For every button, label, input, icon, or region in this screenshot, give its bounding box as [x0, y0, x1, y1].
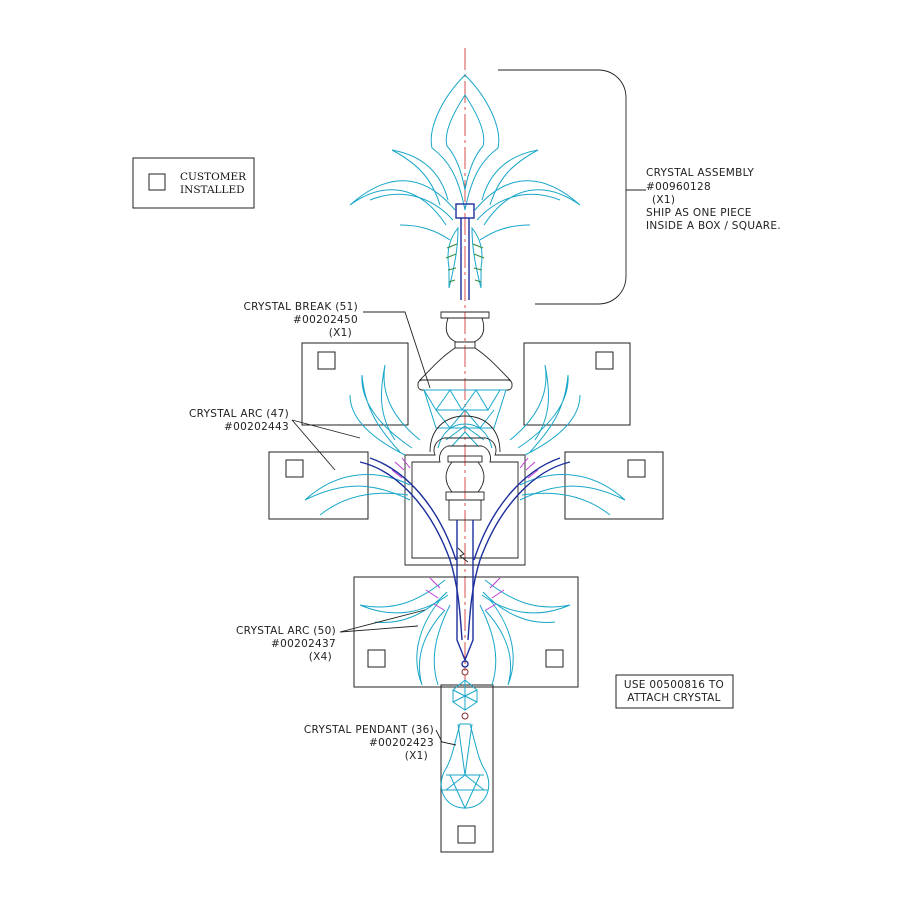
square-icon [457, 825, 476, 844]
break-title: CRYSTAL BREAK (51) [244, 301, 359, 313]
arm-bracket [404, 437, 526, 566]
assembly-part-number: #00960128 [646, 181, 711, 193]
legend-line2: INSTALLED [180, 184, 245, 196]
arc50-qty: (X4) [309, 651, 332, 663]
break-part-number: #00202450 [293, 314, 358, 326]
pendant-qty: (X1) [405, 750, 428, 762]
pendant-part-number: #00202423 [369, 737, 434, 749]
center-column [417, 311, 513, 521]
customer-installed-legend: CUSTOMER INSTALLED [132, 157, 255, 209]
installed-box-mid-left [268, 451, 369, 520]
callout-crystal-assembly: CRYSTAL ASSEMBLY #00960128 (X1) SHIP AS … [646, 167, 781, 232]
callout-crystal-pendant: CRYSTAL PENDANT (36) #00202423 (X1) [304, 724, 434, 762]
assembly-qty: (X1) [652, 194, 675, 206]
installed-boxes [268, 342, 664, 853]
attach-note-line2: ATTACH CRYSTAL [627, 692, 721, 704]
legend-square-icon [148, 173, 166, 191]
installed-box-pendant [440, 684, 494, 853]
pendant-title: CRYSTAL PENDANT (36) [304, 724, 434, 736]
arc47-title: CRYSTAL ARC (47) [189, 408, 289, 420]
legend-line1: CUSTOMER [180, 171, 247, 183]
callout-crystal-break: CRYSTAL BREAK (51) #00202450 (X1) [244, 301, 359, 339]
arc50-title: CRYSTAL ARC (50) [236, 625, 336, 637]
square-icon [627, 459, 646, 478]
assembly-note-2: INSIDE A BOX / SQUARE. [646, 220, 781, 232]
arc50-part-number: #00202437 [271, 638, 336, 650]
installed-box-lower [353, 576, 579, 688]
arc47-part-number: #00202443 [224, 421, 289, 433]
assembly-note-1: SHIP AS ONE PIECE [646, 207, 752, 219]
blue-arms [359, 457, 571, 668]
crystal-pendant [440, 668, 490, 810]
crystal-arcs-50 [359, 577, 571, 686]
square-icon [317, 351, 336, 370]
crystal-assembly-top [349, 74, 581, 300]
attach-note-line1: USE 00500816 TO [624, 679, 724, 691]
callout-crystal-arc-50: CRYSTAL ARC (50) #00202437 (X4) [236, 625, 336, 663]
installed-box-upper-right [523, 342, 631, 426]
installed-box-upper-left [301, 342, 409, 426]
break-qty: (X1) [329, 327, 352, 339]
installed-box-mid-right [564, 451, 664, 520]
square-icon [285, 459, 304, 478]
callout-attach-note: USE 00500816 TO ATTACH CRYSTAL [615, 674, 734, 709]
square-icon [545, 649, 564, 668]
assembly-title: CRYSTAL ASSEMBLY [646, 167, 754, 179]
square-icon [367, 649, 386, 668]
leader-lines [291, 69, 646, 746]
crystal-arcs-47 [304, 364, 626, 516]
square-icon [595, 351, 614, 370]
callout-crystal-arc-47: CRYSTAL ARC (47) #00202443 [189, 408, 289, 433]
